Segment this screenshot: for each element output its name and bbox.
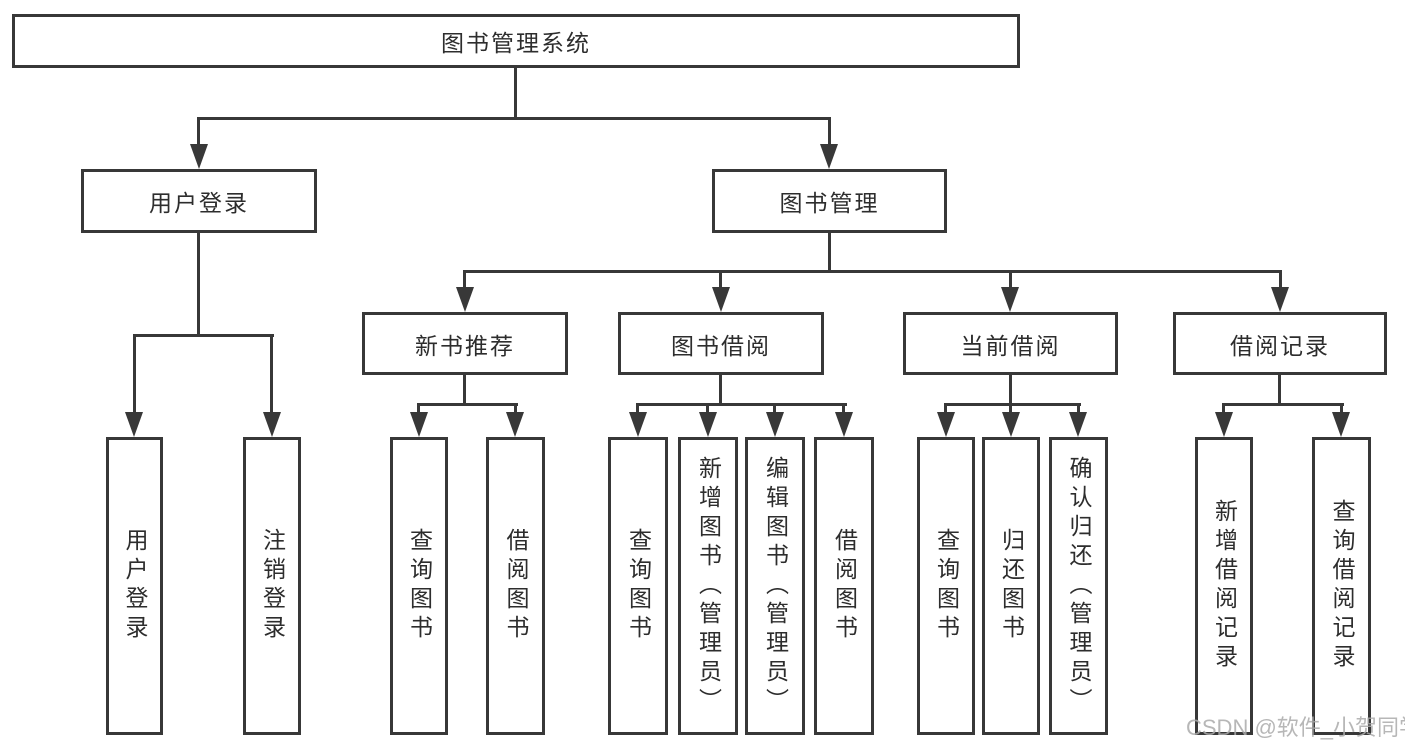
node-leaf-current-confirm-admin: 确认归还（管理员） xyxy=(1049,437,1108,735)
arrow-down-icon xyxy=(125,412,143,437)
node-leaf-borrow-query: 查询图书 xyxy=(608,437,668,735)
connector-stub xyxy=(1009,403,1012,415)
arrow-down-icon xyxy=(766,412,784,437)
connector-stub xyxy=(463,270,466,292)
node-borrow-records-label: 借阅记录 xyxy=(1230,332,1330,359)
connector-stub xyxy=(719,270,722,292)
connector-book-mgmt-stem xyxy=(828,233,831,273)
leaf-label: 编辑图书（管理员） xyxy=(762,455,789,717)
node-borrow-records: 借阅记录 xyxy=(1173,312,1387,375)
node-leaf-logout: 注销登录 xyxy=(243,437,301,735)
arrow-down-icon xyxy=(1001,287,1019,312)
connector-current-borrow-stem xyxy=(1009,375,1012,406)
node-leaf-borrow-borrow: 借阅图书 xyxy=(814,437,874,735)
arrow-down-icon xyxy=(820,144,838,169)
node-root: 图书管理系统 xyxy=(12,14,1020,68)
connector-stub xyxy=(1279,270,1282,292)
arrow-down-icon xyxy=(699,412,717,437)
leaf-label: 查询图书 xyxy=(625,528,652,644)
connector-stub xyxy=(1009,270,1012,292)
leaf-label: 借阅图书 xyxy=(831,528,858,644)
leaf-label: 注销登录 xyxy=(259,528,286,644)
node-new-books: 新书推荐 xyxy=(362,312,568,375)
arrow-down-icon xyxy=(190,144,208,169)
node-leaf-newbooks-borrow: 借阅图书 xyxy=(486,437,545,735)
node-leaf-newbooks-query: 查询图书 xyxy=(390,437,448,735)
connector-stub xyxy=(133,334,136,416)
node-user-login-label: 用户登录 xyxy=(149,190,249,216)
arrow-down-icon xyxy=(1215,412,1233,437)
connector-new-books-bus xyxy=(417,403,518,406)
leaf-label: 查询图书 xyxy=(933,528,960,644)
arrow-down-icon xyxy=(1002,412,1020,437)
connector-stub xyxy=(636,403,639,415)
connector-stub xyxy=(1222,403,1225,415)
connector-borrow-records-stem xyxy=(1278,375,1281,406)
connector-new-books-stem xyxy=(463,375,466,406)
csdn-watermark: CSDN @软件_小贺同学 xyxy=(1186,715,1405,740)
connector-stub xyxy=(1340,403,1343,415)
leaf-label: 查询借阅记录 xyxy=(1329,499,1355,673)
leaf-label: 新增图书（管理员） xyxy=(695,455,722,717)
connector-stub xyxy=(944,403,947,415)
node-book-borrow-label: 图书借阅 xyxy=(671,332,771,359)
node-book-borrow: 图书借阅 xyxy=(618,312,824,375)
arrow-down-icon xyxy=(506,412,524,437)
node-current-borrow: 当前借阅 xyxy=(903,312,1118,375)
leaf-label: 用户登录 xyxy=(122,528,148,644)
arrow-down-icon xyxy=(835,412,853,437)
node-leaf-records-query: 查询借阅记录 xyxy=(1312,437,1371,735)
arrow-down-icon xyxy=(1271,287,1289,312)
node-leaf-user-login: 用户登录 xyxy=(106,437,163,735)
node-leaf-borrow-add-admin: 新增图书（管理员） xyxy=(678,437,738,735)
connector-book-borrow-bus xyxy=(636,403,847,406)
connector-stub xyxy=(1077,403,1080,415)
arrow-down-icon xyxy=(629,412,647,437)
node-leaf-current-query: 查询图书 xyxy=(917,437,975,735)
connector-stub xyxy=(842,403,845,415)
leaf-label: 确认归还（管理员） xyxy=(1066,455,1092,717)
node-current-borrow-label: 当前借阅 xyxy=(960,332,1061,359)
connector-stub xyxy=(514,403,517,415)
connector-stub xyxy=(773,403,776,415)
connector-borrow-records-bus xyxy=(1222,403,1344,406)
connector-stub xyxy=(417,403,420,415)
connector-stub xyxy=(828,117,831,147)
connector-book-borrow-stem xyxy=(719,375,722,406)
connector-stub xyxy=(706,403,709,415)
connector-current-borrow-bus xyxy=(944,403,1081,406)
node-new-books-label: 新书推荐 xyxy=(415,332,515,359)
arrow-down-icon xyxy=(263,412,281,437)
arrow-down-icon xyxy=(1332,412,1350,437)
arrow-down-icon xyxy=(410,412,428,437)
connector-user-login-stem xyxy=(197,233,200,337)
arrow-down-icon xyxy=(937,412,955,437)
connector-root-bus xyxy=(197,117,831,120)
connector-root-stem xyxy=(514,68,517,120)
node-leaf-records-add: 新增借阅记录 xyxy=(1195,437,1253,735)
leaf-label: 归还图书 xyxy=(998,528,1025,644)
node-leaf-borrow-edit-admin: 编辑图书（管理员） xyxy=(745,437,805,735)
leaf-label: 查询图书 xyxy=(406,528,433,644)
arrow-down-icon xyxy=(1069,412,1087,437)
node-leaf-current-return: 归还图书 xyxy=(982,437,1040,735)
leaf-label: 新增借阅记录 xyxy=(1211,499,1238,673)
node-user-login: 用户登录 xyxy=(81,169,317,233)
connector-stub xyxy=(270,334,273,416)
leaf-label: 借阅图书 xyxy=(503,528,529,644)
connector-book-mgmt-bus xyxy=(463,270,1282,273)
arrow-down-icon xyxy=(456,287,474,312)
connector-stub xyxy=(197,117,200,147)
node-book-mgmt-label: 图书管理 xyxy=(779,190,880,216)
node-root-label: 图书管理系统 xyxy=(441,30,591,56)
node-book-mgmt: 图书管理 xyxy=(712,169,947,233)
arrow-down-icon xyxy=(712,287,730,312)
connector-user-login-bus xyxy=(133,334,274,337)
